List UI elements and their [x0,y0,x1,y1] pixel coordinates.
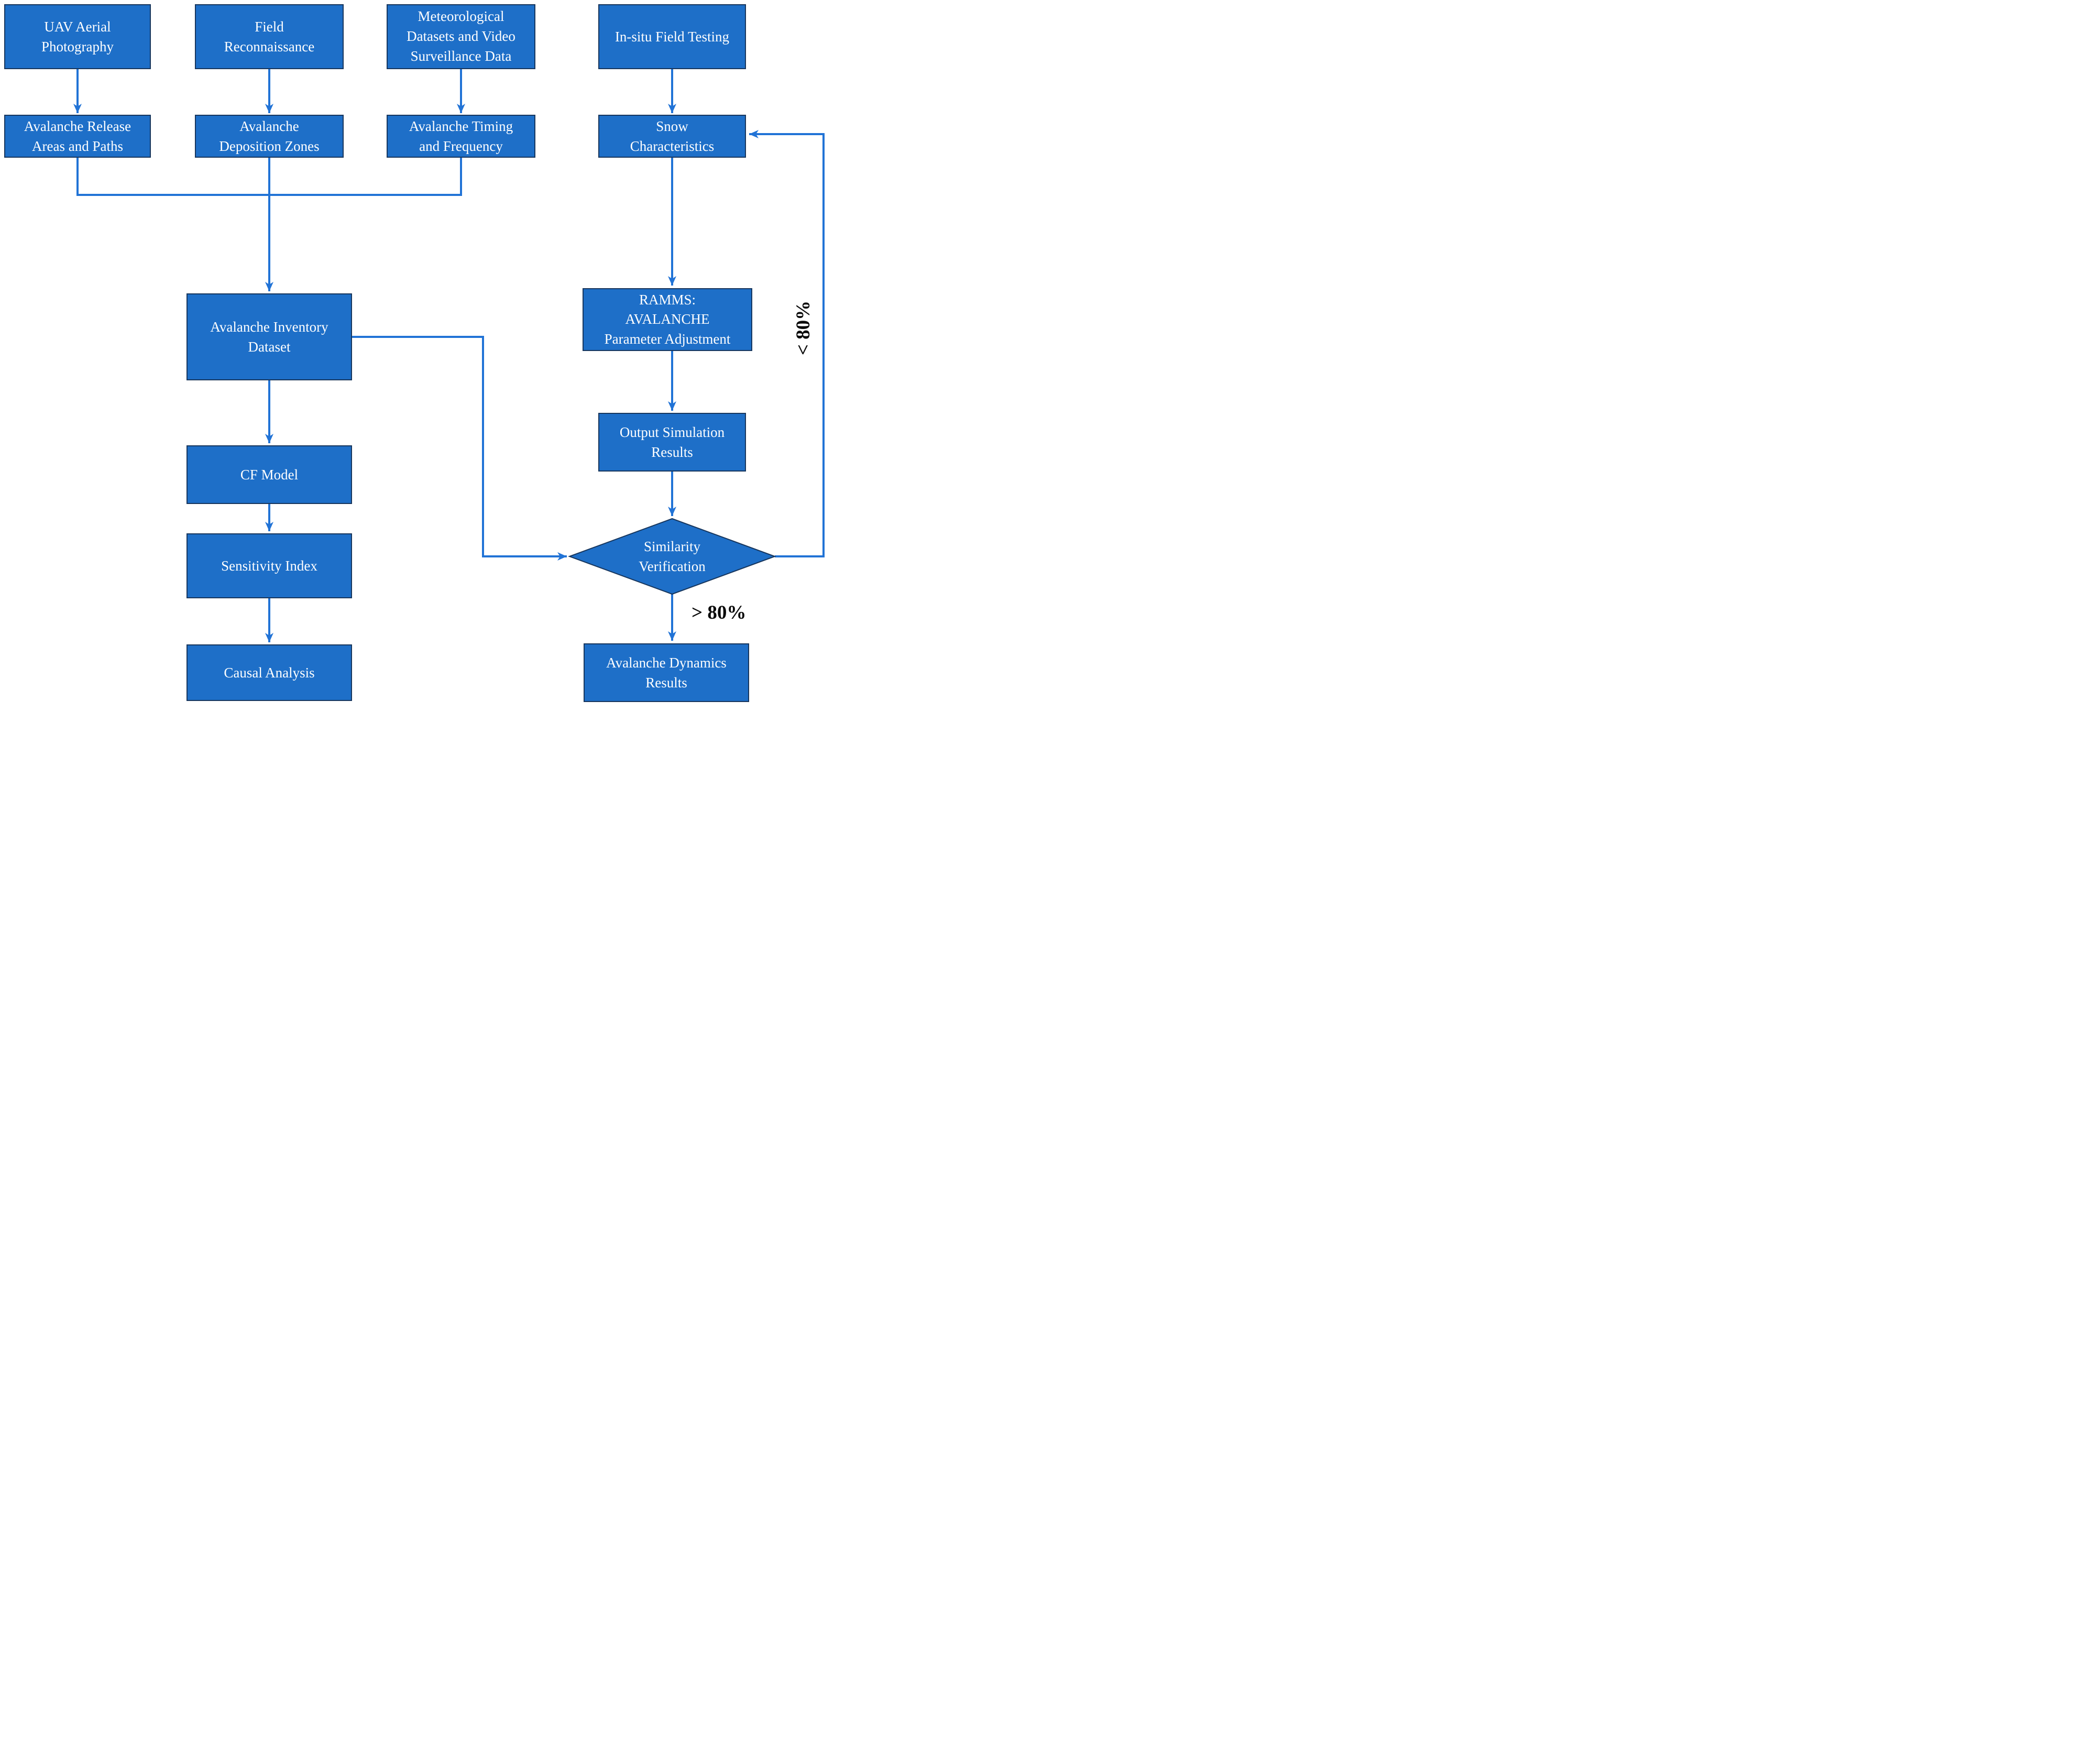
node-uav-aerial-photography: UAV Aerial Photography [4,4,151,69]
node-causal-analysis: Causal Analysis [186,644,352,701]
flowchart-page: { "diagram": { "type": "flowchart", "col… [0,0,830,706]
node-ramms-parameter-adjustment: RAMMS: AVALANCHE Parameter Adjustment [583,288,752,351]
node-cf-model: CF Model [186,445,352,504]
node-avalanche-deposition-zones: Avalanche Deposition Zones [195,115,344,158]
branch-label-above-80-percent: > 80% [692,602,747,623]
flowchart-connectors [73,69,825,642]
node-field-reconnaissance: Field Reconnaissance [195,4,344,69]
branch-label-below-80-percent: < 80% [793,300,814,356]
node-snow-characteristics: Snow Characteristics [598,115,746,158]
node-avalanche-release-areas: Avalanche Release Areas and Paths [4,115,151,158]
node-avalanche-inventory-dataset: Avalanche Inventory Dataset [186,293,352,380]
node-output-simulation-results: Output Simulation Results [598,413,746,472]
node-insitu-field-testing: In-situ Field Testing [598,4,746,69]
node-meteorological-datasets: Meteorological Datasets and Video Survei… [387,4,535,69]
edge-merge-bracket [76,158,462,196]
edge-inventory-to-similarity [352,336,567,561]
node-avalanche-timing-frequency: Avalanche Timing and Frequency [387,115,535,158]
node-sensitivity-index: Sensitivity Index [186,533,352,598]
node-avalanche-dynamics-results: Avalanche Dynamics Results [584,643,749,702]
decision-similarity-verification-label: Similarity Verification [639,538,706,574]
